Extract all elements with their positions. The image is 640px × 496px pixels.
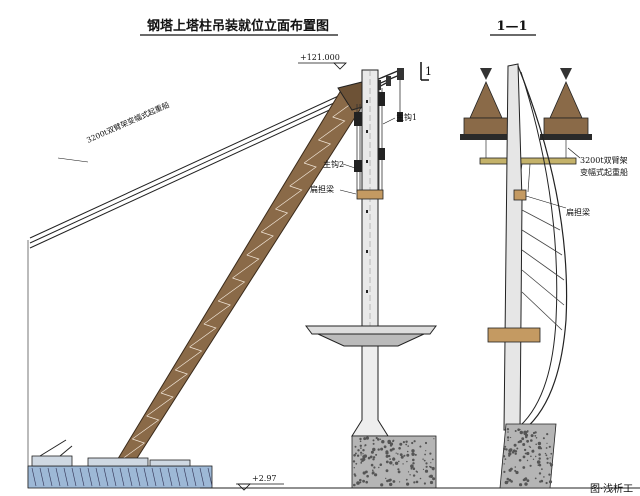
crane-vessel	[27, 439, 213, 489]
lifting-frame-left	[460, 68, 512, 140]
label-hook2: 主钩2	[323, 159, 344, 169]
crane-back-stays	[29, 92, 350, 249]
label-crane-right-1: 3200t双臂架	[580, 155, 628, 165]
label-beam-left: 扁担梁	[310, 184, 334, 194]
title-left: 钢塔上塔柱吊装就位立面布置图	[147, 18, 329, 34]
tower-left	[305, 69, 437, 489]
crane-leader-line	[57, 157, 89, 163]
beam-left-leader	[339, 189, 357, 195]
watermark: 图·浅析工	[590, 482, 633, 495]
hook1-leader	[382, 117, 396, 125]
beam-right-leader	[525, 195, 567, 209]
elev-bottom-marker	[237, 483, 251, 491]
elev-top-marker	[333, 62, 347, 70]
label-crane-right-2: 变幅式起重船	[580, 167, 628, 177]
cross-beam-right	[487, 327, 541, 343]
crane-right-leader	[567, 147, 581, 159]
spreader-beam	[479, 157, 577, 165]
section-mark: 1	[425, 65, 432, 78]
elev-bottom-label: +2.97	[252, 474, 277, 483]
beam-left	[356, 189, 384, 200]
section-1-1	[460, 63, 592, 489]
label-crane: 3200t双臂架变幅式起重船	[85, 99, 171, 145]
label-beam-right: 扁担梁	[566, 207, 590, 217]
beam-right	[513, 189, 527, 201]
lifting-frame-right	[540, 68, 592, 140]
title-right: 1—1	[496, 19, 527, 34]
hook-blocks	[354, 92, 403, 172]
elev-top-label: +121.000	[300, 53, 340, 62]
label-hook1: 主钩1	[396, 112, 417, 122]
hook2-leader	[342, 163, 356, 169]
